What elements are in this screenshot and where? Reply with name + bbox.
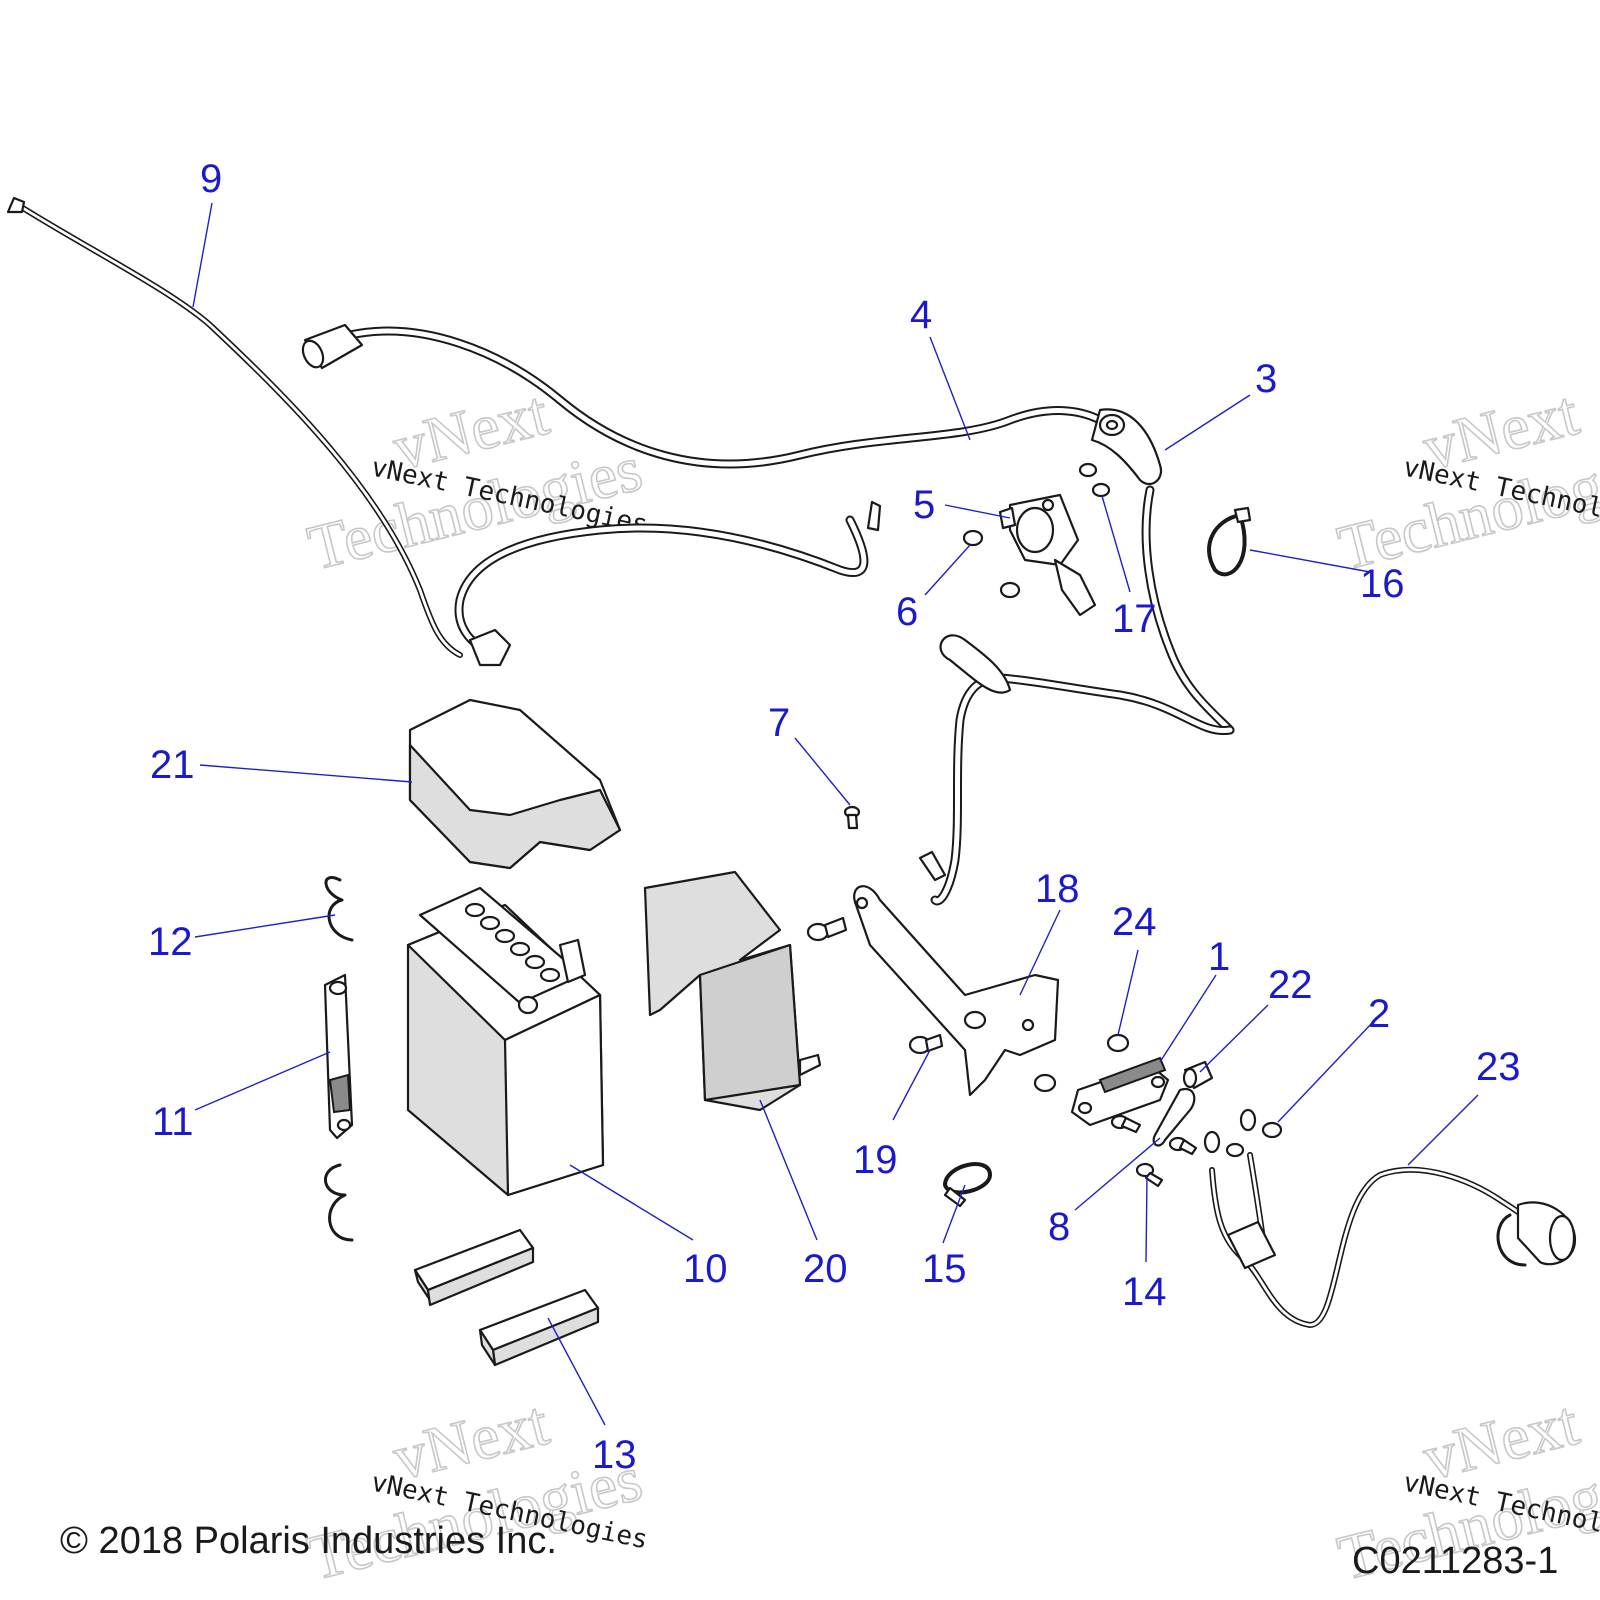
part-15-cable-tie <box>943 1162 992 1208</box>
watermark-top-right: vNext Technologies vNext Technologies <box>1330 376 1600 584</box>
callout-2: 2 <box>1368 992 1390 1036</box>
part-13-pads <box>413 1228 600 1367</box>
callout-7: 7 <box>768 701 790 745</box>
callout-3: 3 <box>1255 357 1277 401</box>
leader-lines <box>192 202 1479 1426</box>
part-2-nut <box>1225 1121 1283 1158</box>
callout-1: 1 <box>1208 935 1230 979</box>
callout-24: 24 <box>1112 900 1157 944</box>
callout-5: 5 <box>913 483 935 527</box>
part-14-screws <box>1110 1114 1198 1188</box>
callout-23: 23 <box>1476 1045 1521 1089</box>
part-1-terminal-block <box>1070 1056 1170 1127</box>
callout-17: 17 <box>1112 597 1157 641</box>
copyright-notice: © 2018 Polaris Industries Inc. <box>60 1520 557 1562</box>
part-21-battery-cover <box>408 698 622 870</box>
part-3-terminal-boot <box>1090 408 1163 486</box>
callout-8: 8 <box>1048 1205 1070 1249</box>
fuse-holder <box>1226 1220 1277 1270</box>
part-8-jumper-strap <box>1152 1087 1196 1147</box>
callout-22: 22 <box>1268 963 1313 1007</box>
part-6-nut <box>962 529 1021 599</box>
part-12-clips <box>323 876 354 1242</box>
part-10-battery <box>406 886 605 1197</box>
callout-20: 20 <box>803 1247 848 1291</box>
cable-3-run <box>918 485 1235 906</box>
callout-4: 4 <box>910 293 932 337</box>
callout-10: 10 <box>683 1247 728 1291</box>
cable-loop-clip <box>939 634 1012 694</box>
cable-terminal <box>866 500 882 532</box>
cable-terminal-lower <box>918 850 947 882</box>
callout-15: 15 <box>922 1247 967 1291</box>
cable-loop-left <box>454 500 882 667</box>
part-11-hold-down-strap <box>323 973 354 1140</box>
callout-14: 14 <box>1122 1270 1167 1314</box>
part-5-solenoid <box>998 493 1097 617</box>
battery-terminals <box>464 902 587 1015</box>
callout-numbers: 9 4 3 5 6 17 16 7 21 18 24 12 1 22 2 23 … <box>148 157 1521 1477</box>
callout-19: 19 <box>853 1138 898 1182</box>
part-9-ground-cable <box>6 196 463 658</box>
ring-terminal <box>1239 1108 1257 1132</box>
part-20-battery-box <box>643 870 822 1112</box>
part-7-bolt <box>843 805 861 830</box>
part-4-battery-cable <box>301 323 1105 469</box>
part-22-bolt <box>1182 1060 1214 1090</box>
part-19-push-rivets <box>806 916 944 1055</box>
part-23-accessory-harness <box>1203 1108 1577 1329</box>
callout-9: 9 <box>200 157 222 201</box>
callout-11: 11 <box>152 1100 194 1144</box>
part-16-cable-tie <box>1207 506 1252 577</box>
part-18-mount-bracket <box>853 885 1060 1097</box>
watermark-bottom-left: vNext Technologies vNext Technologies <box>300 1386 650 1594</box>
callout-16: 16 <box>1360 562 1405 606</box>
part-17-nut <box>1078 462 1111 498</box>
drawing-code: C0211283-1 <box>1352 1540 1558 1582</box>
ring-terminal <box>1203 1130 1221 1154</box>
callout-13: 13 <box>592 1433 637 1477</box>
callout-12: 12 <box>148 920 193 964</box>
cable-clip <box>468 628 512 667</box>
callout-21: 21 <box>150 743 195 787</box>
callout-6: 6 <box>896 590 918 634</box>
callout-18: 18 <box>1035 867 1080 911</box>
